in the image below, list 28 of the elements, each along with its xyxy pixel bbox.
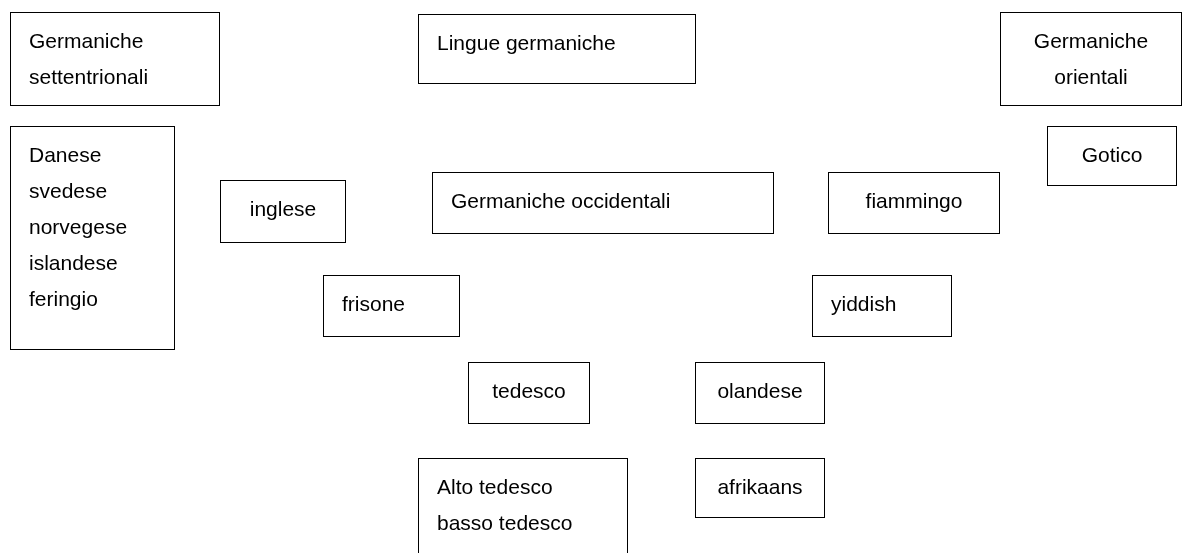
- box-label: fiammingo: [864, 188, 964, 214]
- text-box: [695, 458, 825, 518]
- box-label: Lingue germaniche: [437, 30, 617, 56]
- box-label: olandese: [716, 378, 804, 404]
- box-label: Germaniche settentrionali: [29, 28, 150, 90]
- box-label: Germaniche orientali: [1032, 28, 1150, 90]
- box-label: yiddish: [831, 291, 898, 317]
- text-box: [418, 14, 696, 84]
- box-label: Germaniche occidentali: [451, 188, 672, 214]
- text-box: [10, 12, 220, 106]
- box-label: Gotico: [1080, 142, 1144, 168]
- box-label: Danese svedese norvegese islandese feringio: [29, 142, 129, 312]
- text-box: [1000, 12, 1182, 106]
- text-box: [1047, 126, 1177, 186]
- text-box: [10, 126, 175, 350]
- box-label: afrikaans: [716, 474, 804, 500]
- box-label: Alto tedesco basso tedesco: [437, 474, 574, 536]
- box-label: inglese: [248, 196, 318, 222]
- text-box: [220, 180, 346, 243]
- box-label: frisone: [342, 291, 407, 317]
- text-box: [323, 275, 460, 337]
- text-box: [828, 172, 1000, 234]
- text-box: [468, 362, 590, 424]
- text-box: [812, 275, 952, 337]
- text-box: [695, 362, 825, 424]
- box-label: tedesco: [491, 378, 567, 404]
- text-box: [418, 458, 628, 553]
- text-box: [432, 172, 774, 234]
